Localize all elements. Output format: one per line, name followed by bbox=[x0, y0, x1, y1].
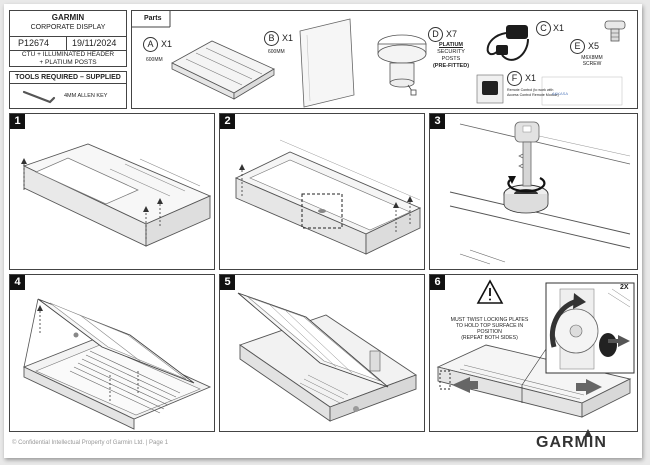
title-product: CORPORATE DISPLAY bbox=[30, 24, 106, 31]
footer-logo: GARMIN bbox=[536, 429, 607, 452]
step-2-illustration bbox=[234, 139, 422, 255]
step-3-illustration bbox=[449, 121, 631, 265]
part-b-size: 600MM bbox=[268, 49, 285, 55]
step-3-number: 3 bbox=[430, 114, 445, 129]
garmin-triangle-icon bbox=[584, 429, 592, 437]
part-b-marker: B bbox=[264, 31, 279, 46]
tools-title: TOOLS REQUIRED – SUPPLIED bbox=[15, 74, 121, 81]
description-line1: CTU + ILLUMINATED HEADER bbox=[21, 51, 115, 58]
step-6-note-line4: (REPEAT BOTH SIDES) bbox=[461, 335, 518, 341]
part-e-line1: M6X8MM bbox=[581, 55, 603, 61]
part-a-illustration bbox=[171, 40, 275, 100]
tools-divider bbox=[10, 83, 126, 84]
part-f-qty: X1 bbox=[525, 73, 537, 83]
tools-item: 4MM ALLEN KEY bbox=[64, 93, 108, 99]
part-f-note2: Access Control Remote Module) bbox=[507, 93, 559, 97]
step-5-illustration bbox=[237, 292, 417, 422]
step-2-number: 2 bbox=[220, 114, 235, 129]
part-number: P12674 bbox=[18, 38, 50, 48]
step-6-note-line1: MUST TWIST LOCKING PLATES bbox=[450, 317, 529, 323]
part-f-illustration bbox=[476, 74, 623, 106]
allen-key-icon bbox=[22, 90, 56, 104]
title-divider bbox=[10, 36, 126, 37]
part-a-marker: A bbox=[143, 37, 158, 52]
title-block: GARMIN CORPORATE DISPLAY P12674 19/11/20… bbox=[9, 10, 127, 67]
part-e-marker: E bbox=[570, 39, 585, 54]
part-b-illustration bbox=[299, 18, 355, 108]
part-d-line2: SECURITY bbox=[437, 49, 465, 55]
parts-title: Parts bbox=[144, 15, 162, 22]
part-f-label: AKKASA bbox=[552, 91, 569, 96]
part-d-line3: POSTS bbox=[441, 56, 461, 62]
part-f-marker: F bbox=[507, 71, 522, 86]
footer-text: © Confidential Intellectual Property of … bbox=[12, 440, 169, 446]
parts-block: Parts bbox=[131, 10, 638, 109]
step-5-panel: 5 bbox=[219, 274, 425, 432]
description-line2: + PLATIUM POSTS bbox=[39, 59, 97, 66]
step-5-number: 5 bbox=[220, 275, 235, 290]
title-brand: GARMIN bbox=[51, 13, 85, 22]
tools-block: TOOLS REQUIRED – SUPPLIED 4MM ALLEN KEY bbox=[9, 71, 127, 109]
footer-logo-text: GARMIN bbox=[536, 434, 607, 451]
title-divider-2 bbox=[10, 50, 126, 51]
part-a-qty: X1 bbox=[161, 39, 173, 49]
instruction-sheet: GARMIN CORPORATE DISPLAY P12674 19/11/20… bbox=[4, 4, 642, 458]
step-6-note-line3: POSITION bbox=[477, 329, 502, 335]
part-f-note1: Remote Control (to work with bbox=[507, 88, 554, 92]
warning-icon bbox=[476, 279, 504, 304]
part-c-illustration bbox=[486, 25, 529, 61]
step-1-illustration bbox=[21, 143, 212, 247]
step-2-panel: 2 bbox=[219, 113, 425, 270]
date: 19/11/2024 bbox=[72, 38, 117, 48]
part-d-illustration bbox=[377, 34, 427, 96]
step-4-number: 4 bbox=[10, 275, 25, 290]
part-d-line4: (PRE-FITTED) bbox=[432, 63, 470, 69]
part-b-qty: X1 bbox=[282, 33, 294, 43]
step-6-multiplier: 2X bbox=[620, 284, 629, 291]
part-e-qty: X5 bbox=[588, 41, 600, 51]
part-a-size: 600MM bbox=[146, 57, 163, 63]
step-4-panel: 4 bbox=[9, 274, 215, 432]
step-6-illustration bbox=[436, 279, 635, 418]
step-3-panel: 3 bbox=[429, 113, 638, 270]
step-6-panel: 6 bbox=[429, 274, 638, 432]
step-1-panel: 1 bbox=[9, 113, 215, 270]
part-c-marker: C bbox=[536, 21, 551, 36]
parts-illustration bbox=[132, 11, 626, 108]
part-d-line1: PLATIUM bbox=[438, 42, 464, 48]
title-vertical-divider bbox=[66, 36, 67, 50]
part-e-line2: SCREW bbox=[582, 61, 602, 67]
step-6-number: 6 bbox=[430, 275, 445, 290]
part-d-marker: D bbox=[428, 27, 443, 42]
part-d-qty: X7 bbox=[446, 29, 458, 39]
step-4-illustration bbox=[22, 298, 212, 430]
part-c-qty: X1 bbox=[553, 23, 565, 33]
step-6-note-line2: TO HOLD TOP SURFACE IN bbox=[455, 323, 524, 329]
part-e-illustration bbox=[604, 20, 626, 42]
step-1-number: 1 bbox=[10, 114, 25, 129]
